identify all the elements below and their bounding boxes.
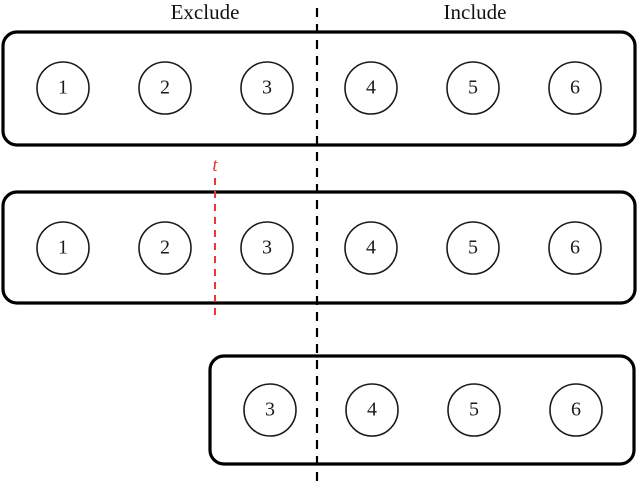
row-1-group: 1 2 3 4 5 6	[1, 30, 637, 147]
node-circle-row-1-1[interactable]	[36, 61, 90, 115]
header-label-include: Include	[444, 0, 507, 24]
node-label-row-2-4: 4	[366, 237, 376, 259]
node-label-row-3-3: 3	[265, 399, 275, 421]
node-circle-row-1-2[interactable]	[138, 61, 192, 115]
node-label-row-1-2: 2	[160, 77, 170, 99]
row-1-container	[1, 30, 637, 147]
node-label-row-1-1: 1	[58, 77, 68, 99]
node-label-row-2-3: 3	[262, 237, 272, 259]
node-circle-row-1-4[interactable]	[344, 61, 398, 115]
node-label-row-1-6: 6	[570, 77, 580, 99]
node-label-row-3-6: 6	[571, 399, 581, 421]
node-circle-row-3-3[interactable]	[243, 383, 297, 437]
node-circle-row-3-4[interactable]	[345, 383, 399, 437]
node-circle-row-2-6[interactable]	[548, 221, 602, 275]
node-circle-row-1-3[interactable]	[240, 61, 294, 115]
node-label-row-1-5: 5	[468, 77, 478, 99]
row-2-group: 1 2 3 4 5 6	[1, 190, 637, 305]
node-circle-row-3-5[interactable]	[447, 383, 501, 437]
node-label-row-2-5: 5	[468, 237, 478, 259]
row-2-container	[1, 190, 637, 305]
node-circle-row-3-6[interactable]	[549, 383, 603, 437]
node-label-row-3-4: 4	[367, 399, 377, 421]
node-label-row-2-2: 2	[160, 237, 170, 259]
node-circle-row-1-5[interactable]	[446, 61, 500, 115]
node-label-row-2-6: 6	[570, 237, 580, 259]
node-label-row-1-4: 4	[366, 77, 376, 99]
node-circle-row-2-2[interactable]	[138, 221, 192, 275]
node-circle-row-2-5[interactable]	[446, 221, 500, 275]
header-label-exclude: Exclude	[171, 0, 240, 24]
threshold-label-t: t	[212, 155, 218, 176]
row-3-group: 3 4 5 6	[208, 354, 636, 466]
node-circle-row-2-4[interactable]	[344, 221, 398, 275]
node-label-row-3-5: 5	[469, 399, 479, 421]
node-circle-row-2-1[interactable]	[36, 221, 90, 275]
node-label-row-1-3: 3	[262, 77, 272, 99]
node-label-row-2-1: 1	[58, 237, 68, 259]
node-circle-row-2-3[interactable]	[240, 221, 294, 275]
node-circle-row-1-6[interactable]	[548, 61, 602, 115]
